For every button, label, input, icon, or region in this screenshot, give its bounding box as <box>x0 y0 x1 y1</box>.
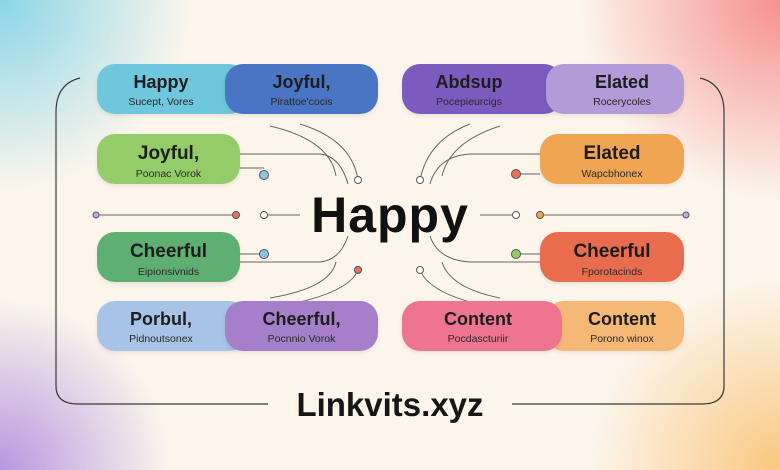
node-label: Cheerful <box>573 241 651 262</box>
dot <box>512 211 520 219</box>
dot <box>536 211 544 219</box>
node-label: Content <box>444 309 512 329</box>
dot <box>416 176 424 184</box>
dot <box>354 176 362 184</box>
node-sublabel: Pocnnio Vorok <box>267 333 336 345</box>
footer-site-name: Linkvits.xyz <box>296 386 484 423</box>
node-sublabel: Poonac Vorok <box>135 168 202 180</box>
node-porbul: Porbul, Pidnoutsonex <box>97 301 247 351</box>
node-elated: Elated Wapcbhonex <box>540 134 684 184</box>
dot <box>232 211 240 219</box>
node-sublabel: Sucept, Vores <box>128 96 194 108</box>
node-sublabel: Eipionsivnids <box>137 266 200 278</box>
node-label: Content <box>588 309 656 329</box>
node-sublabel: Pidnoutsonex <box>129 333 193 345</box>
hub-label: Happy <box>311 187 469 243</box>
frame-right-bracket <box>512 77 725 405</box>
node-label: Happy <box>133 72 189 92</box>
node-joyful: Joyful, Poonac Vorok <box>97 134 240 184</box>
dot <box>260 211 268 219</box>
node-happy: Happy Sucept, Vores <box>97 64 247 114</box>
dot <box>354 266 362 274</box>
node-sublabel: Pirattoe'cocis <box>270 96 333 108</box>
dot <box>511 169 521 179</box>
node-label: Elated <box>583 143 641 164</box>
node-label: Joyful, <box>272 72 331 92</box>
node-label: Abdsup <box>435 72 503 92</box>
node-cheerful: Cheerful, Pocnnio Vorok <box>225 301 378 351</box>
node-sublabel: Pocepieurcigs <box>436 96 502 108</box>
node-cheerful: Cheerful Eipionsivnids <box>97 232 240 282</box>
node-sublabel: Fporotacinds <box>581 266 643 278</box>
node-label: Porbul, <box>130 309 192 329</box>
dot <box>259 249 269 259</box>
dot <box>92 211 100 219</box>
node-elated: Elated Rocerycoles <box>546 64 684 114</box>
node-sublabel: Pocdascturiir <box>447 333 509 345</box>
node-label: Cheerful <box>129 241 208 262</box>
dot <box>511 249 521 259</box>
dot <box>259 170 269 180</box>
dot <box>682 211 690 219</box>
node-content: Content Pocdascturiir <box>402 301 562 351</box>
frame-left-bracket <box>55 77 268 405</box>
node-sublabel: Wapcbhonex <box>581 168 643 180</box>
node-label: Cheerful, <box>262 309 341 329</box>
node-sublabel: Rocerycoles <box>593 96 651 108</box>
left-connectors <box>96 123 359 303</box>
node-joyful: Joyful, Pirattoe'cocis <box>225 64 378 114</box>
connector-dots <box>92 169 690 274</box>
node-label: Elated <box>594 72 650 92</box>
node-cheerful: Cheerful Fporotacinds <box>540 232 684 282</box>
node-label: Joyful, <box>137 143 200 164</box>
node-abdsup: Abdsup Pocepieurcigs <box>402 64 562 114</box>
node-sublabel: Porono winox <box>590 333 654 345</box>
dot <box>416 266 424 274</box>
node-content: Content Porono winox <box>546 301 684 351</box>
